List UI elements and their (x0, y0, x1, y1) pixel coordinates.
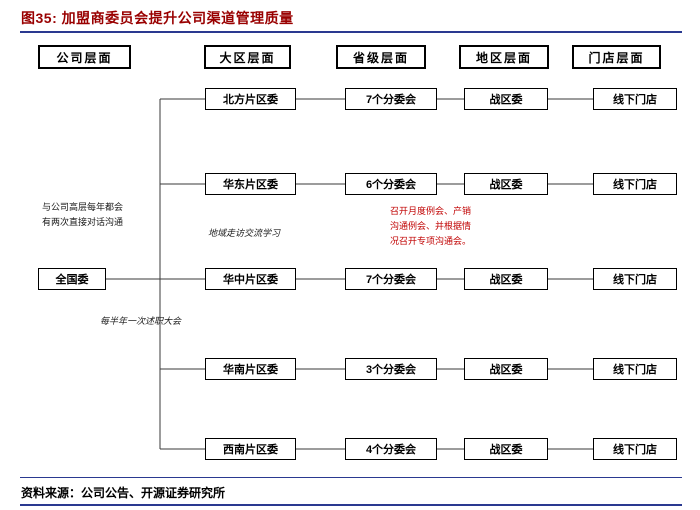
node-offline-store: 线下门店 (593, 268, 677, 290)
footer-rule-bottom (20, 504, 682, 506)
annotation-dialogue: 与公司高层每年都会有两次直接对话沟通 (42, 202, 124, 227)
node-central-region-committee: 华中片区委 (205, 268, 296, 290)
annotation-meetings: 召开月度例会、产销沟通例会、并根据情况召开专项沟通会。 (390, 206, 472, 246)
level-header-region: 大区层面 (204, 45, 291, 69)
node-south-subcommittees: 3个分委会 (345, 358, 437, 380)
node-offline-store: 线下门店 (593, 438, 677, 460)
node-national-committee: 全国委 (38, 268, 106, 290)
figure-title: 图35: 加盟商委员会提升公司渠道管理质量 (21, 10, 294, 26)
node-offline-store: 线下门店 (593, 88, 677, 110)
node-war-zone-committee: 战区委 (464, 438, 548, 460)
annotation-review: 每半年一次述职大会 (100, 316, 182, 326)
node-offline-store: 线下门店 (593, 173, 677, 195)
node-central-subcommittees: 7个分委会 (345, 268, 437, 290)
node-southwest-region-committee: 西南片区委 (205, 438, 296, 460)
level-header-province: 省级层面 (336, 45, 426, 69)
level-header-company: 公司层面 (38, 45, 131, 69)
node-south-region-committee: 华南片区委 (205, 358, 296, 380)
node-war-zone-committee: 战区委 (464, 88, 548, 110)
title-rule (20, 31, 682, 33)
node-east-subcommittees: 6个分委会 (345, 173, 437, 195)
source-note: 资料来源：公司公告、开源证券研究所 (21, 486, 226, 500)
footer-rule-top (20, 477, 682, 478)
level-header-district: 地区层面 (459, 45, 549, 69)
node-north-subcommittees: 7个分委会 (345, 88, 437, 110)
node-east-region-committee: 华东片区委 (205, 173, 296, 195)
annotation-visit: 地域走访交流学习 (208, 228, 281, 238)
node-war-zone-committee: 战区委 (464, 358, 548, 380)
node-war-zone-committee: 战区委 (464, 173, 548, 195)
node-war-zone-committee: 战区委 (464, 268, 548, 290)
node-north-region-committee: 北方片区委 (205, 88, 296, 110)
node-offline-store: 线下门店 (593, 358, 677, 380)
level-header-store: 门店层面 (572, 45, 661, 69)
node-southwest-subcommittees: 4个分委会 (345, 438, 437, 460)
